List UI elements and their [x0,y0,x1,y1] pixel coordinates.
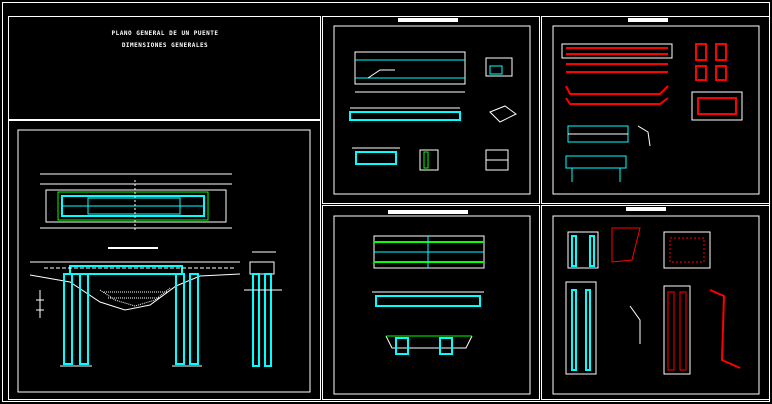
reinforcement-drawing [552,25,760,195]
deck-detail-drawing [333,25,531,195]
reinforcement-panel [541,16,770,204]
pier-detail-drawing [552,215,760,395]
sheet-title-bar-1 [398,18,458,22]
title-block-panel [8,16,321,120]
sheet-title-bar-3 [388,210,468,214]
sheet-title-bar-2 [628,18,668,22]
pier-detail-panel [541,205,770,400]
general-plan-panel [8,120,321,400]
drawing-subtitle: DIMENSIONES GENERALES [121,42,209,49]
beam-section-panel [322,205,540,400]
deck-detail-panel [322,16,540,204]
sheet-title-bar-4 [626,207,666,211]
general-plan-drawing [17,129,311,393]
drawing-title: PLANO GENERAL DE UN PUENTE [111,30,219,37]
beam-section-drawing [333,215,531,395]
